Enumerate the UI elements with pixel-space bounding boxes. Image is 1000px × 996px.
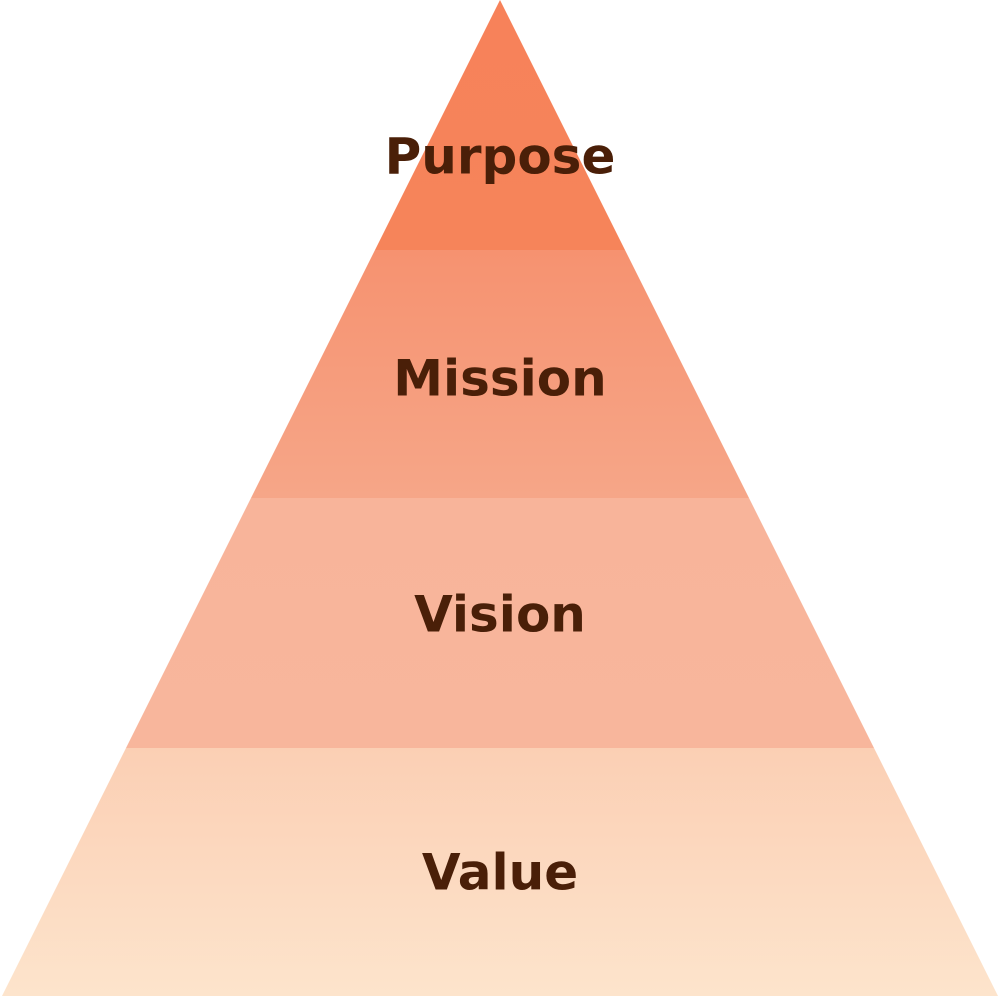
pyramid-level-mission <box>251 250 749 498</box>
pyramid-label-purpose: Purpose <box>385 128 616 186</box>
pyramid-label-vision: Vision <box>414 586 586 644</box>
pyramid-label-value: Value <box>422 844 578 902</box>
pyramid-label-mission: Mission <box>393 350 607 408</box>
pyramid-level-purpose <box>375 0 625 250</box>
pyramid-level-vision <box>126 498 874 748</box>
pyramid-level-value <box>2 748 998 996</box>
